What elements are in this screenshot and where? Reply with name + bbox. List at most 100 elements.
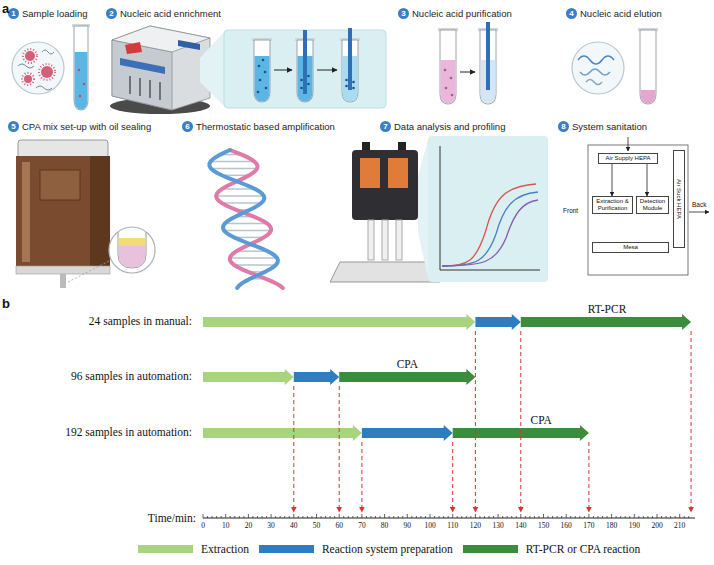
enrichment-panel (345, 85, 348, 88)
time-axis (430, 514, 431, 518)
step-marker: 3Nucleic acid purification (398, 8, 409, 19)
cpa-setup-device (109, 227, 155, 273)
sample-loading-art (75, 52, 88, 109)
dna-helix (209, 150, 278, 288)
step-title: Data analysis and profiling (394, 120, 505, 133)
time-marker-line (520, 331, 521, 512)
enrichment-panel (317, 70, 337, 71)
time-axis (262, 516, 263, 518)
sanitation-scheme (689, 212, 709, 213)
step-title: System sanitation (572, 120, 647, 133)
time-axis (207, 516, 208, 518)
elution-art (640, 30, 656, 104)
enrichment-panel (274, 70, 292, 71)
tick-label: 170 (583, 521, 594, 530)
time-axis (466, 516, 467, 518)
time-axis (443, 516, 444, 518)
step-marker: 4Nucleic acid elution (566, 8, 577, 19)
time-axis (248, 514, 249, 518)
legend: ExtractionReaction system preparationRT-… (138, 543, 650, 555)
detection-device (382, 220, 388, 260)
module-box: Extraction & Purification (592, 196, 633, 214)
step-title: Nucleic acid elution (580, 7, 662, 20)
time-axis (212, 516, 213, 518)
tick-label: 40 (290, 521, 298, 530)
step-marker: 6Thermostatic based amplification (182, 121, 193, 132)
time-axis (411, 516, 412, 518)
timeline-bars (203, 425, 362, 441)
time-axis (679, 514, 680, 518)
enrichment-panel (265, 87, 268, 90)
time-axis (352, 516, 353, 518)
tick-label: 60 (335, 521, 343, 530)
step-number: 8 (558, 121, 569, 132)
timeline-bars (362, 425, 453, 441)
step-number: 2 (106, 8, 117, 19)
time-axis (216, 516, 217, 518)
cpa-setup-device (16, 266, 110, 274)
cpa-setup-device (119, 246, 146, 268)
legend-text: Reaction system preparation (322, 543, 453, 555)
time-marker-line (588, 442, 589, 512)
time-axis (203, 518, 695, 519)
extraction-instrument (129, 76, 131, 94)
sanitation-scheme (588, 137, 709, 275)
time-axis (538, 516, 539, 518)
time-axis (275, 516, 276, 518)
enrichment-panel (258, 65, 261, 68)
extraction-instrument (159, 82, 161, 100)
time-marker-line (294, 331, 691, 512)
sample-loading-art (42, 50, 54, 54)
enrichment-panel (307, 75, 310, 78)
step-marker: 1Sample loading (8, 8, 19, 19)
cpa-setup-device (90, 156, 110, 268)
timeline-bars (203, 369, 294, 385)
time-axis (661, 516, 662, 518)
time-marker-line (691, 331, 692, 512)
legend-item: Reaction system preparation (259, 543, 453, 555)
enrichment-panel (262, 59, 265, 62)
time-axis (457, 516, 458, 518)
time-axis (407, 514, 408, 518)
enrichment-panel (255, 56, 270, 102)
time-axis (475, 514, 476, 518)
sample-loading-art (24, 75, 32, 83)
time-axis (293, 514, 294, 518)
box-text: Extraction & Purification (595, 198, 630, 212)
enrichment-panel (345, 79, 348, 82)
time-axis (298, 516, 299, 518)
time-axis (203, 514, 695, 518)
time-axis (330, 516, 331, 518)
time-axis (257, 516, 258, 518)
step-marker: 7Data analysis and profiling (380, 121, 391, 132)
detection-device (330, 262, 440, 282)
time-axis (316, 514, 317, 518)
tick-label: 30 (267, 521, 275, 530)
time-axis (597, 516, 598, 518)
time-axis (366, 516, 367, 518)
time-axis (579, 516, 580, 518)
sample-loading-art (39, 64, 55, 80)
time-axis (302, 516, 303, 518)
step-title: Nucleic acid enrichment (120, 7, 221, 20)
step-title: Nucleic acid purification (412, 7, 512, 20)
time-axis (616, 516, 617, 518)
legend-swatch (138, 545, 193, 553)
axis-title: Time/min: (148, 512, 196, 525)
time-axis (307, 516, 308, 518)
time-axis (493, 516, 494, 518)
box-text: Air Supply HEPA (606, 155, 651, 162)
time-axis (489, 516, 490, 518)
tick-label: 70 (358, 521, 366, 530)
time-axis (384, 514, 385, 518)
step-title: Sample loading (22, 7, 88, 20)
time-axis (593, 516, 594, 518)
purification-art (438, 22, 498, 104)
purification-art (444, 69, 447, 72)
flow-arrow (647, 164, 648, 196)
time-axis (380, 516, 381, 518)
cpa-setup-device (60, 274, 66, 288)
dna-helix (225, 223, 268, 225)
time-axis (334, 516, 335, 518)
